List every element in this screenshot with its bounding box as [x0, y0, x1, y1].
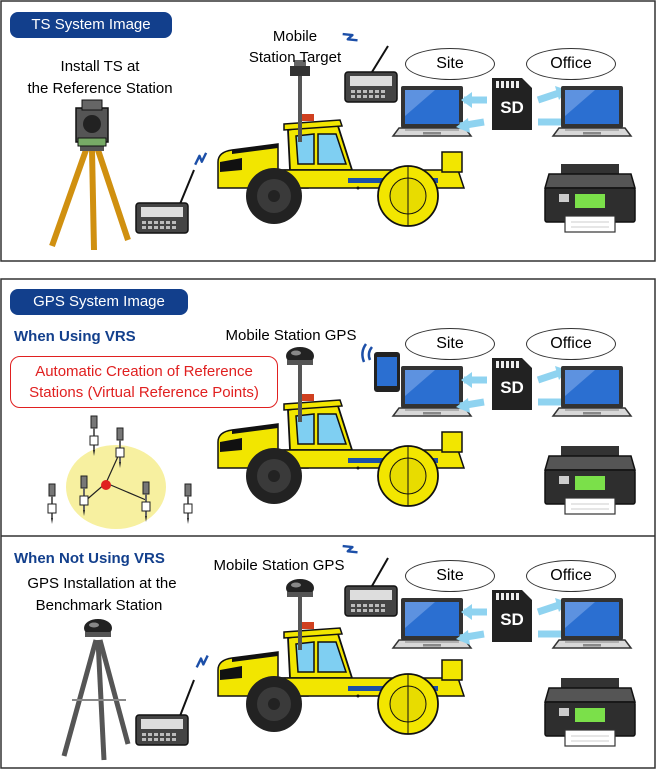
ts-station-label-1: Install TS at: [60, 58, 140, 75]
laptop-icon: [552, 597, 632, 649]
vrs-note-line-1: Automatic Creation of Reference: [35, 363, 253, 380]
gps-antenna-icon: [286, 579, 314, 597]
sd-label: SD: [500, 98, 524, 117]
gps-antenna-icon: [286, 347, 314, 365]
tripod-icon: [49, 145, 131, 251]
radio-icon: [135, 714, 189, 746]
ts-target-label-2: Station Target: [248, 49, 342, 66]
office-label: Office: [526, 328, 616, 360]
antenna-icon: [371, 45, 389, 73]
ts-target-label-1: Mobile: [272, 28, 318, 45]
laptop-icon: [392, 597, 472, 649]
radio-icon: [135, 202, 189, 234]
antenna-icon: [371, 557, 389, 587]
printer-icon: [544, 445, 636, 515]
gps-pole: [298, 362, 302, 422]
gps-antenna-icon: [84, 619, 112, 637]
prism-target-icon: [290, 60, 310, 142]
office-label: Office: [526, 48, 616, 80]
antenna-icon: [179, 679, 195, 717]
office-label: Office: [526, 560, 616, 592]
site-label: Site: [405, 328, 495, 360]
vrs-note-line-2: Stations (Virtual Reference Points): [29, 384, 259, 401]
laptop-icon: [552, 85, 632, 137]
rover-pole-icon: [183, 483, 193, 525]
ts-station-label-2: the Reference Station: [27, 80, 173, 97]
gps-label: Mobile Station GPS: [213, 557, 345, 574]
sd-label: SD: [500, 378, 524, 397]
printer-icon: [544, 163, 636, 233]
tablet-icon: [374, 352, 400, 392]
subtitle-using-vrs: When Using VRS: [14, 328, 136, 345]
vrs-note: Automatic Creation of Reference Stations…: [10, 356, 278, 408]
laptop-icon: [392, 85, 472, 137]
signal-icon: [192, 652, 212, 671]
antenna-icon: [179, 169, 195, 205]
sd-label: SD: [500, 610, 524, 629]
gps-pole: [298, 596, 302, 650]
vrs-area: [66, 445, 166, 529]
gps-label: Mobile Station GPS: [225, 327, 357, 344]
signal-icon: [340, 541, 360, 557]
radio-icon: [344, 585, 398, 617]
radio-icon: [344, 71, 398, 103]
rover-pole-icon: [47, 483, 57, 525]
site-label: Site: [405, 48, 495, 80]
panel-title-ts: TS System Image: [10, 12, 172, 38]
laptop-icon: [552, 365, 632, 417]
total-station-icon: [75, 99, 109, 147]
signal-icon: [191, 150, 210, 168]
no-vrs-station-label-2: Benchmark Station: [35, 597, 163, 614]
printer-icon: [544, 677, 636, 747]
site-label: Site: [405, 560, 495, 592]
subtitle-not-using-vrs: When Not Using VRS: [14, 550, 165, 567]
wifi-icon: [361, 343, 373, 363]
panel-title-gps: GPS System Image: [10, 289, 188, 315]
laptop-icon: [392, 365, 472, 417]
tripod-icon: [61, 639, 131, 761]
no-vrs-station-label-1: GPS Installation at the: [27, 575, 177, 592]
